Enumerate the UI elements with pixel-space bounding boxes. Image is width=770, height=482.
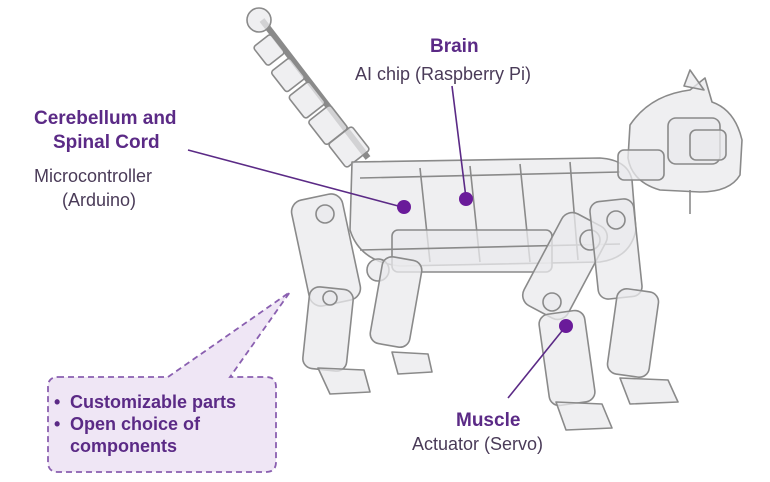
robot-head (617, 69, 743, 214)
callout-item-continuation: components (70, 436, 178, 456)
callout-item: Open choice of (50, 413, 236, 435)
muscle-subtitle: Actuator (Servo) (412, 434, 544, 454)
muscle-dot (559, 319, 573, 333)
cerebellum-subtitle-line2: (Arduino) (62, 190, 137, 210)
robot-rear-leg-far (369, 255, 433, 375)
robot-front-leg-near (521, 211, 613, 431)
callout-list: Customizable parts Open choice of compon… (50, 391, 236, 457)
robot-cat-illustration (246, 7, 743, 431)
brain-title: Brain (430, 36, 479, 57)
cerebellum-subtitle-line1: Microcontroller (34, 166, 153, 186)
cerebellum-leader-line (187, 149, 403, 208)
robot-tail (246, 7, 371, 168)
cerebellum-title-line2: Spinal Cord (53, 132, 160, 153)
brain-subtitle: AI chip (Raspberry Pi) (355, 64, 532, 84)
cerebellum-title-line1: Cerebellum and (34, 108, 177, 129)
muscle-title: Muscle (456, 410, 521, 431)
robot-front-leg-far (589, 198, 679, 405)
leader-lines (187, 85, 567, 399)
callout-item: Customizable parts (50, 391, 236, 413)
robot-rear-leg-near (290, 193, 390, 395)
cerebellum-dot (397, 200, 411, 214)
brain-dot (459, 192, 473, 206)
muscle-leader-line (507, 325, 567, 399)
brain-leader-line (451, 85, 467, 199)
location-dots (397, 192, 573, 333)
